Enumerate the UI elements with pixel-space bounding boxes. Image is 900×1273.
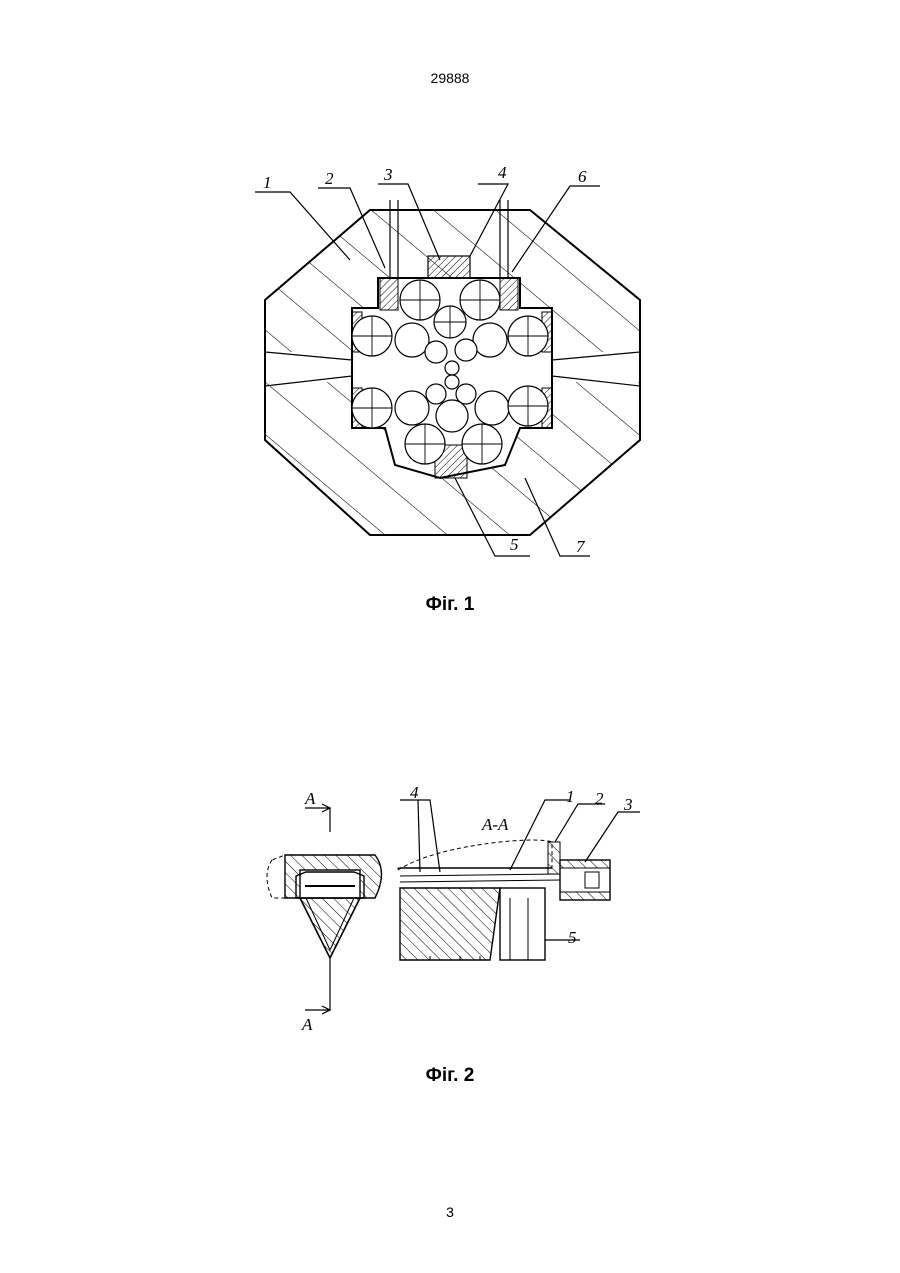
section-marker-top: A xyxy=(304,789,316,808)
section-view-left xyxy=(267,855,382,958)
fig2-label-2: 2 xyxy=(595,789,604,808)
insert-2 xyxy=(380,278,398,310)
label-5: 5 xyxy=(510,535,519,554)
label-2: 2 xyxy=(325,169,334,188)
label-6: 6 xyxy=(578,167,587,186)
fig2-label-3: 3 xyxy=(623,795,633,814)
section-marker-bottom: A xyxy=(301,1015,313,1034)
document-number: 29888 xyxy=(0,70,900,86)
label-3: 3 xyxy=(383,165,393,184)
label-1: 1 xyxy=(263,173,272,192)
insert-6 xyxy=(500,278,518,310)
label-7: 7 xyxy=(576,537,586,556)
figure-2-drawing: A A 4 1 2 3 5 A-A xyxy=(0,780,900,1050)
figure-1-drawing: 1 2 3 4 6 5 7 xyxy=(0,160,900,580)
fig2-label-1: 1 xyxy=(566,787,575,806)
insert-4 xyxy=(428,256,470,278)
section-title: A-A xyxy=(481,815,509,834)
page-number: 3 xyxy=(0,1204,900,1220)
figure-2-caption: Фіг. 2 xyxy=(0,1065,900,1087)
section-view-right xyxy=(398,840,610,960)
figure-1-caption: Фіг. 1 xyxy=(0,594,900,616)
fig2-label-5: 5 xyxy=(568,928,577,947)
label-4: 4 xyxy=(498,163,507,182)
fig2-label-4: 4 xyxy=(410,783,419,802)
